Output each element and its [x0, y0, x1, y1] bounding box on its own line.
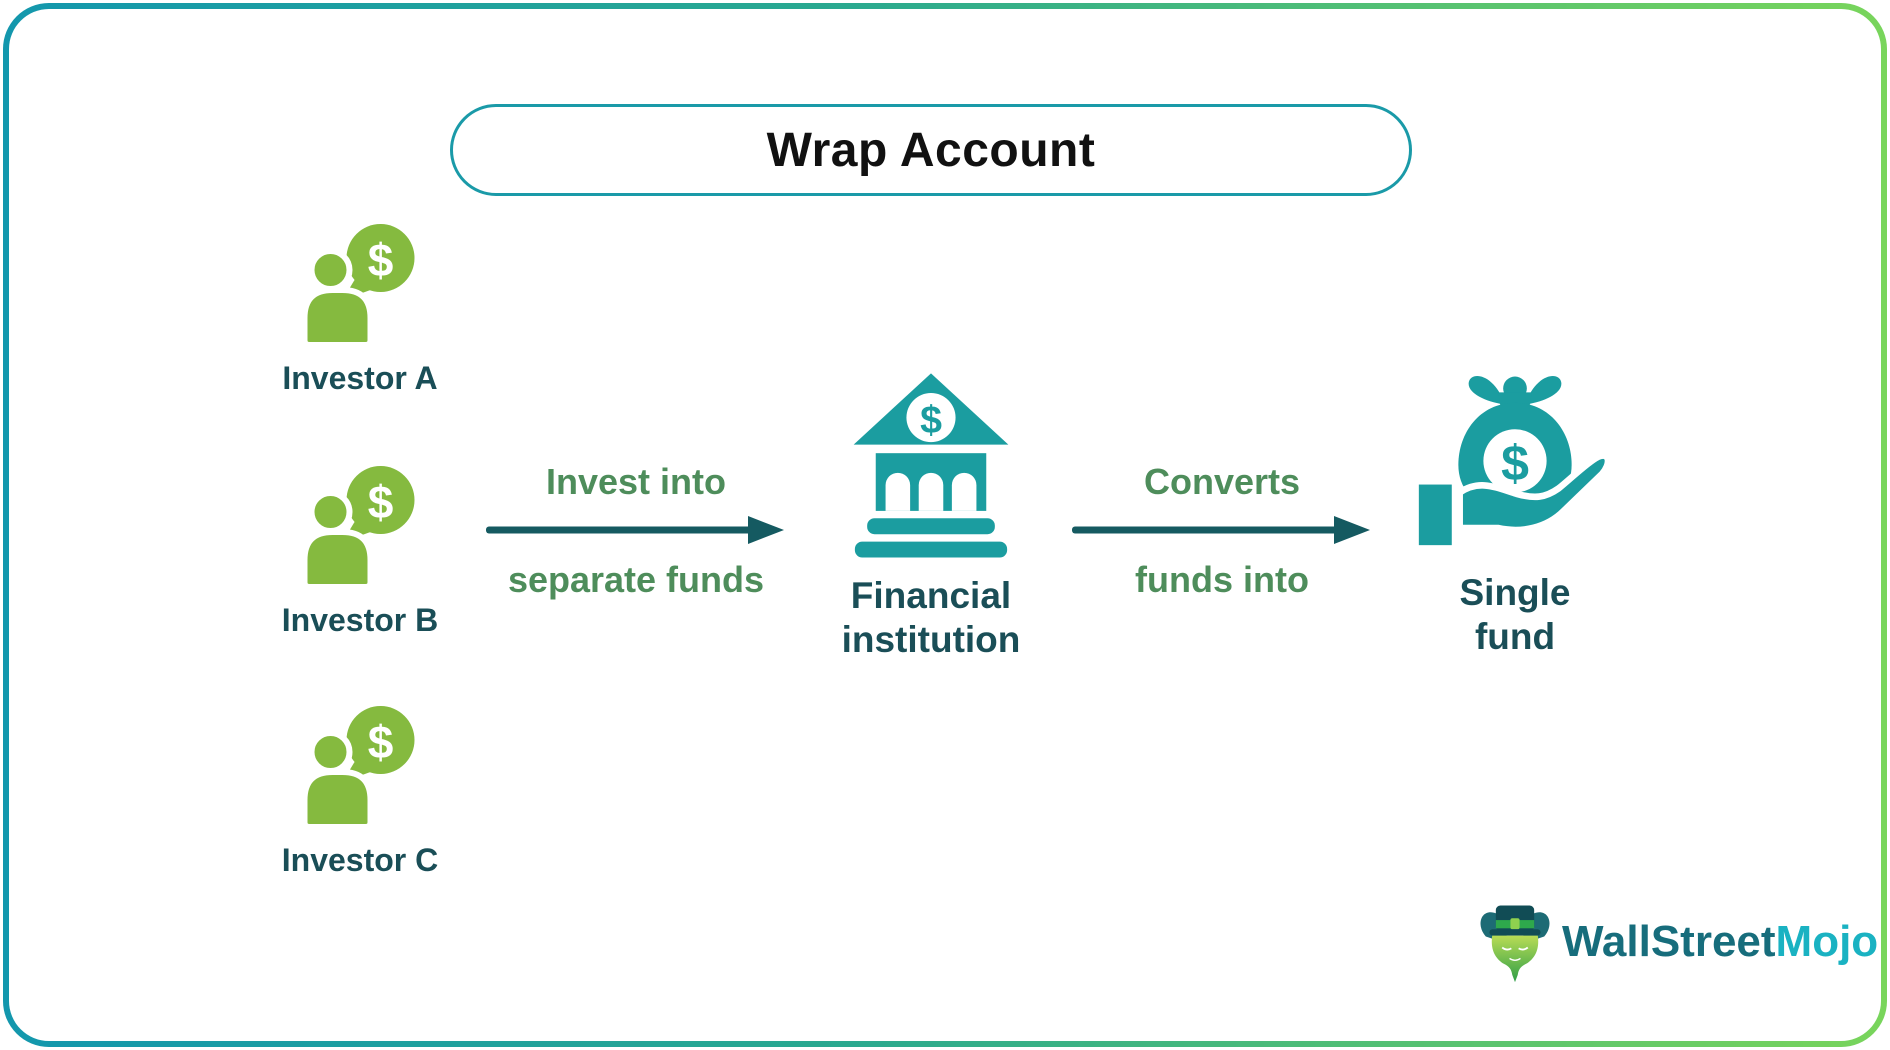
single-fund-label: Single fund: [1459, 571, 1570, 658]
right-arrow-icon: [486, 514, 786, 546]
bank-icon: [845, 366, 1017, 560]
title-box: Wrap Account: [450, 104, 1412, 196]
moneybag-hand-icon: [1416, 366, 1614, 557]
investor-dollar-icon: [291, 458, 429, 590]
single-fund-node: Single fund: [1400, 366, 1630, 658]
arrow2-label-top: Converts: [1143, 461, 1301, 502]
investor-b-group: Investor B: [245, 458, 475, 639]
investor-b-label: Investor B: [281, 602, 439, 638]
right-arrow-icon: [1072, 514, 1372, 546]
financial-institution-label-line1: Financial: [850, 575, 1012, 616]
single-fund-label-line1: Single: [1459, 572, 1571, 613]
investor-dollar-icon: [291, 216, 429, 348]
financial-institution-label-line2: institution: [841, 618, 1021, 660]
bull-mascot-icon: [1478, 900, 1552, 984]
investor-dollar-icon: [291, 698, 429, 830]
logo-text-primary: WallStreet: [1562, 917, 1776, 966]
financial-institution-node: Financial institution: [816, 366, 1046, 661]
single-fund-label-line2: fund: [1474, 615, 1556, 657]
logo-text-accent: Mojo: [1775, 917, 1879, 966]
arrow2-label-bottom: funds into: [1135, 559, 1309, 600]
arrow2-group: Converts funds into: [1072, 460, 1372, 602]
financial-institution-label: Financial institution: [842, 574, 1021, 661]
investor-c-label: Investor C: [281, 842, 439, 878]
investor-a-group: Investor A: [245, 216, 475, 397]
arrow1-group: Invest into separate funds: [486, 460, 786, 602]
page-title: Wrap Account: [766, 123, 1096, 177]
arrow1-label-bottom: separate funds: [507, 559, 765, 600]
investor-a-label: Investor A: [282, 360, 438, 396]
wallstreetmojo-logo: WallStreetMojo: [1478, 900, 1878, 984]
investor-c-group: Investor C: [245, 698, 475, 879]
logo-wordmark: WallStreetMojo: [1562, 917, 1878, 967]
arrow1-label-top: Invest into: [545, 461, 727, 502]
